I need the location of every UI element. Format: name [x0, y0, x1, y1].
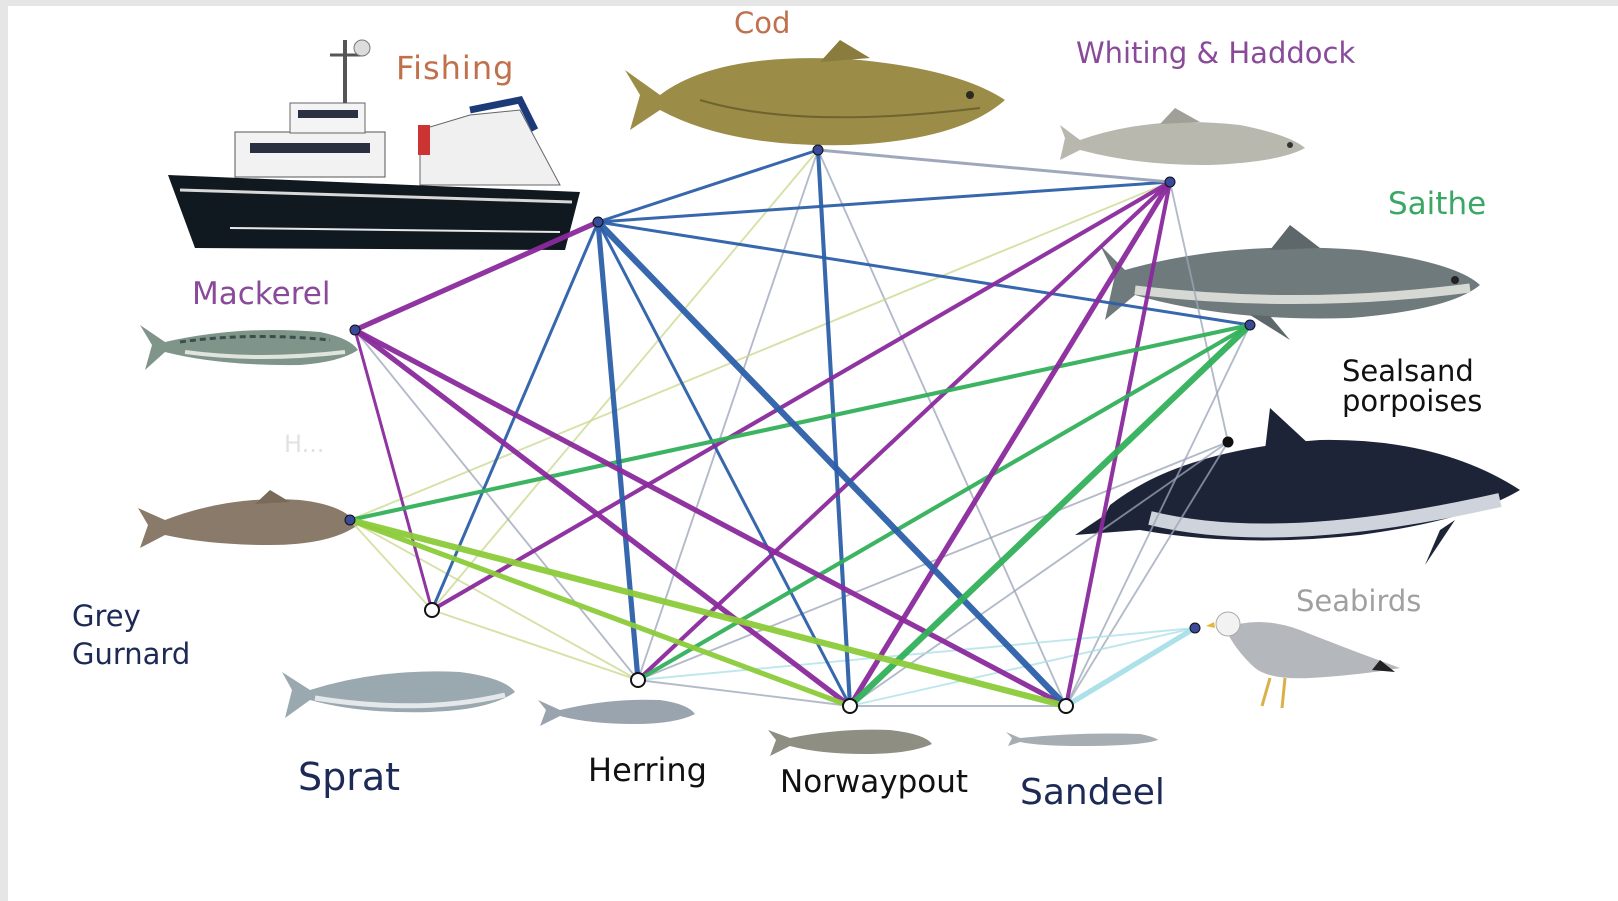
grey-gurnard-fish-icon	[138, 490, 358, 548]
link-saithe-gurnard	[350, 325, 1250, 520]
link-sprat-herring	[432, 610, 638, 680]
link-mackerel-norwaypout	[355, 330, 850, 706]
fishing-vessel-icon	[168, 40, 580, 250]
node-sprat	[425, 603, 439, 617]
node-whiting	[1165, 177, 1175, 187]
link-fishing-cod	[598, 150, 818, 222]
grey-gurnard-label: Grey Gurnard	[72, 598, 212, 673]
sprat-label: Sprat	[298, 758, 400, 798]
sandeel-fish-icon	[1006, 732, 1158, 746]
norwaypout-label: Norwaypout	[780, 766, 968, 799]
node-fishing	[593, 217, 603, 227]
node-herring	[631, 673, 645, 687]
cod-label: Cod	[734, 8, 790, 38]
whiting-haddock-label: Whiting & Haddock	[1076, 38, 1355, 68]
cod-fish-icon	[625, 40, 1005, 145]
node-mackerel	[350, 325, 360, 335]
link-seabirds-herring	[638, 628, 1195, 680]
node-sandeel	[1059, 699, 1073, 713]
mackerel-fish-icon	[140, 325, 358, 370]
node-seabirds	[1190, 623, 1200, 633]
whiting-haddock-fish-icon	[1060, 108, 1305, 165]
node-gurnard	[345, 515, 355, 525]
norway-pout-fish-icon	[768, 730, 932, 756]
link-gurnard-herring	[350, 520, 638, 680]
sprat-fish-icon	[282, 671, 515, 718]
link-fishing-herring	[598, 222, 638, 680]
herring-fish-icon	[538, 700, 695, 726]
link-mackerel-herring	[355, 330, 638, 680]
link-whiting-sandeel	[1066, 182, 1170, 706]
saithe-label: Saithe	[1388, 188, 1486, 221]
node-cod	[813, 145, 823, 155]
mackerel-label: Mackerel	[192, 278, 330, 311]
sandeel-label: Sandeel	[1020, 774, 1165, 812]
node-saithe	[1245, 320, 1255, 330]
link-fishing-whiting	[598, 182, 1170, 222]
seagull-icon	[1206, 612, 1400, 708]
herring-label: Herring	[588, 754, 707, 788]
node-norwaypout	[843, 699, 857, 713]
faint-label: H...	[284, 432, 325, 457]
seals-porpoises-label: Sealsand porpoises	[1342, 356, 1512, 417]
link-seals-herring	[638, 442, 1228, 680]
node-seals	[1223, 437, 1233, 447]
fishing-label: Fishing	[396, 52, 514, 86]
seabirds-label: Seabirds	[1296, 586, 1421, 616]
link-cod-norwaypout	[818, 150, 850, 706]
